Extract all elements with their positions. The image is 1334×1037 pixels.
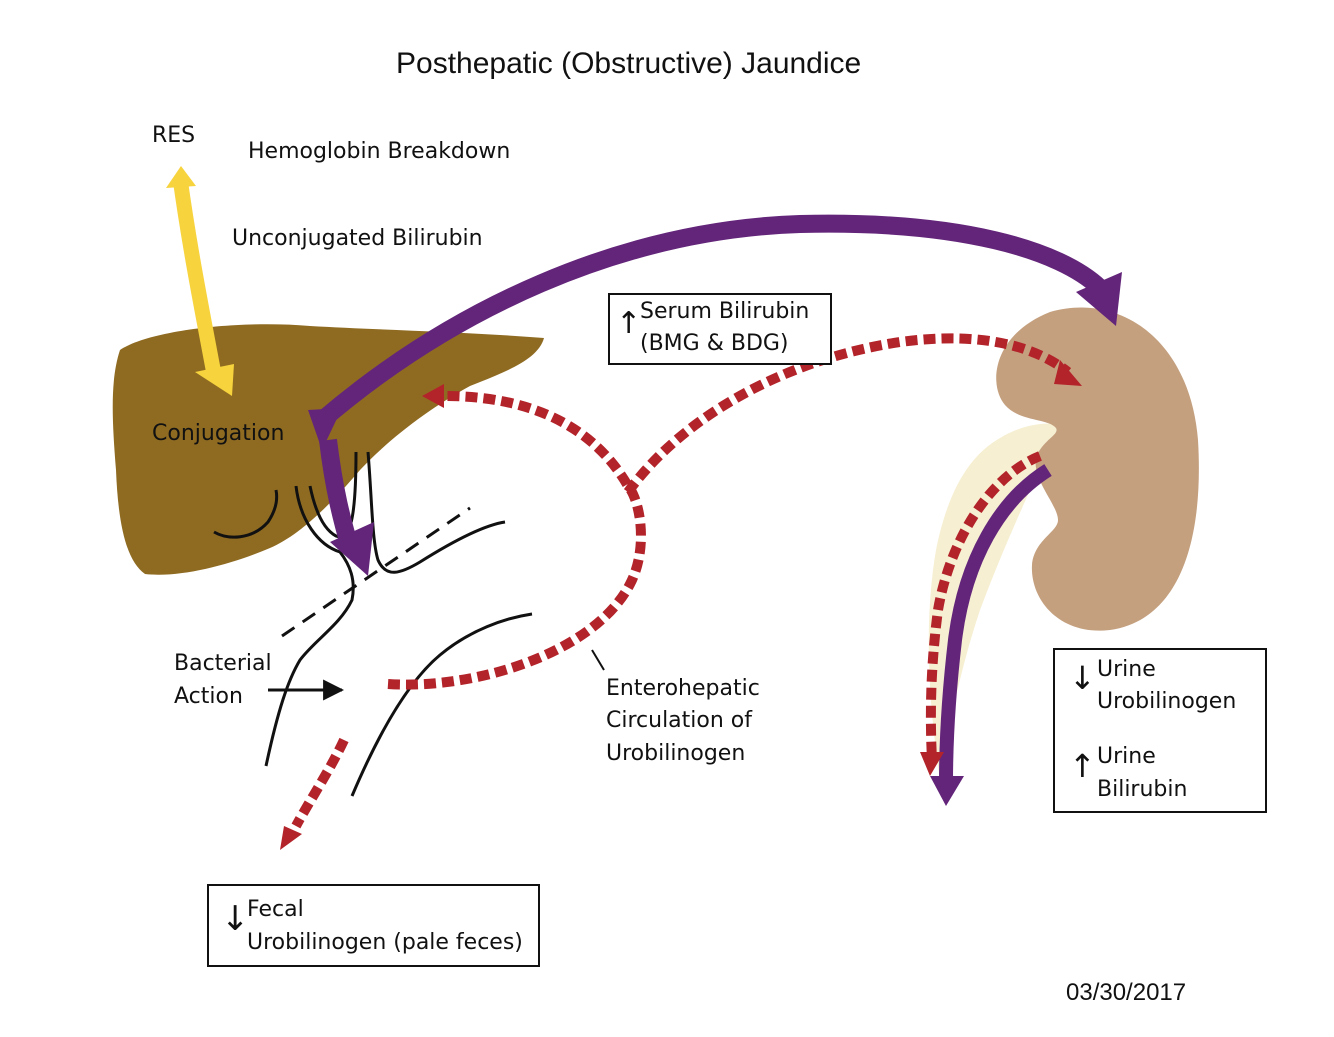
red-arrow-head-feces (280, 826, 302, 850)
obstruction-dashed-line (281, 506, 471, 638)
red-dashed-feces (291, 737, 349, 829)
unconjugated-bilirubin-label: Unconjugated Bilirubin (232, 226, 483, 251)
yellow-arrow-head-bottom (195, 364, 234, 396)
red-arrow-head-ureter (920, 752, 944, 776)
hemoglobin-breakdown-label: Hemoglobin Breakdown (248, 139, 511, 164)
red-dashed-ureter (925, 451, 1042, 761)
purple-ureter-arrow-head (930, 776, 964, 806)
conjugation-label: Conjugation (152, 421, 285, 446)
red-dashed-arrows (280, 333, 1082, 850)
purple-duct-arrow-head (330, 522, 374, 576)
enterohepatic-label-line3: Urobilinogen (606, 741, 746, 766)
bacterial-action-label-line1: Bacterial (174, 651, 272, 676)
serum-bilirubin-box: ↑ Serum Bilirubin (BMG & BDG) (608, 293, 832, 365)
ureter-background (928, 423, 1060, 780)
urine-urobilinogen-down-arrow: ↓ (1069, 659, 1096, 697)
diagram-title: Posthepatic (Obstructive) Jaundice (396, 47, 862, 80)
fecal-urobilinogen-text: Urobilinogen (pale feces) (247, 930, 523, 955)
serum-up-arrow: ↑ (616, 306, 642, 341)
urine-urobilinogen-line2: Urobilinogen (1097, 689, 1237, 714)
urine-bilirubin-line2: Bilirubin (1097, 777, 1188, 802)
res-label: RES (152, 123, 196, 148)
gallbladder-outline (213, 489, 279, 539)
red-arrow-head-kidney (1054, 360, 1082, 386)
enterohepatic-pointer (591, 649, 605, 671)
purple-ureter-arrow (939, 464, 1052, 783)
urine-urobilinogen-line1: Urine (1097, 657, 1156, 682)
kidney-shape (996, 307, 1199, 631)
urine-box: ↓ Urine Urobilinogen ↑ Urine Bilirubin (1053, 648, 1267, 813)
bacterial-action-label-line2: Action (174, 684, 243, 709)
red-dashed-intestine-loop (387, 390, 646, 690)
fecal-text: Fecal (247, 897, 304, 922)
bile-duct-left (264, 485, 355, 767)
date-stamp: 03/30/2017 (1066, 979, 1187, 1006)
red-dashed-to-kidney (623, 333, 1072, 495)
purple-arrow-head-kidney (1076, 272, 1122, 326)
yellow-arrow (166, 166, 234, 396)
purple-big-arc (314, 214, 1107, 429)
serum-bmg-bdg-text: (BMG & BDG) (640, 331, 789, 356)
enterohepatic-label-line2: Circulation of (606, 708, 753, 733)
yellow-arrow-head-top (166, 166, 196, 188)
serum-bilirubin-text: Serum Bilirubin (640, 299, 810, 324)
enterohepatic-label-line1: Enterohepatic (606, 676, 760, 701)
fecal-urobilinogen-box: ↓ Fecal Urobilinogen (pale feces) (207, 884, 540, 967)
red-arrow-head-liver (422, 384, 444, 408)
fecal-down-arrow: ↓ (221, 899, 250, 939)
urine-bilirubin-line1: Urine (1097, 744, 1156, 769)
yellow-arrow-shaft (172, 176, 222, 376)
bile-duct-right (366, 451, 506, 574)
urine-bilirubin-up-arrow: ↑ (1069, 747, 1096, 785)
purple-arrows (308, 214, 1122, 806)
purple-arrow-head-liver (308, 408, 342, 450)
intestine-outline (350, 612, 533, 797)
